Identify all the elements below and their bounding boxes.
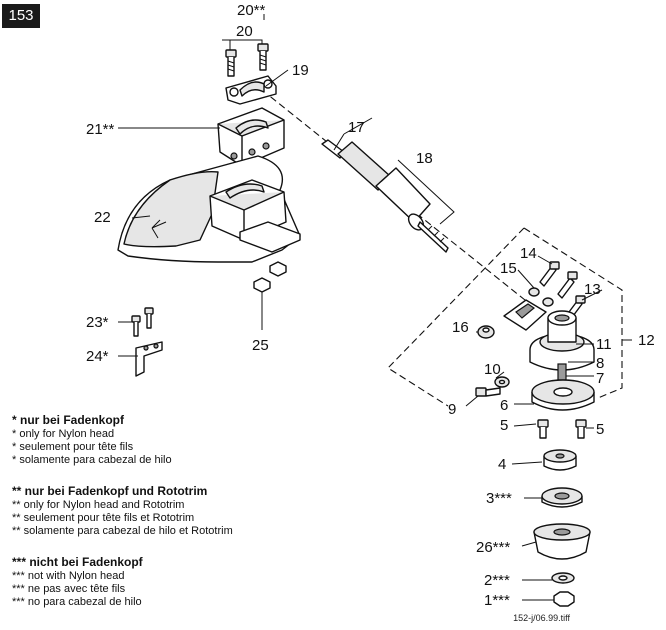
legend-group-1: * nur bei Fadenkopf * only for Nylon hea… <box>12 413 172 467</box>
part-25-nut-lower <box>253 277 271 293</box>
label-part-19: 19 <box>292 62 309 79</box>
label-part-8: 8 <box>596 355 604 372</box>
label-part-20-double: 20** <box>237 2 266 19</box>
part-5-screw-right <box>575 419 587 439</box>
leader-lines <box>118 14 632 601</box>
part-9-screw <box>475 387 501 397</box>
part-11-gear-head <box>503 299 595 371</box>
label-part-25: 25 <box>252 337 269 354</box>
label-part-2: 2*** <box>484 572 510 589</box>
part-20-screw-left <box>225 49 237 77</box>
part-19-clamp <box>225 75 277 105</box>
label-part-13: 13 <box>584 281 601 298</box>
label-part-10: 10 <box>484 361 501 378</box>
part-5-screw-left <box>537 419 549 439</box>
legend-line: ** only for Nylon head and Rototrim <box>12 499 185 511</box>
part-21-upper-bracket <box>217 107 285 167</box>
legend-line: ** solamente para cabezal de hilo et Rot… <box>12 525 233 537</box>
part-26-cup <box>533 523 591 560</box>
legend-line: *** no para cabezal de hilo <box>12 596 142 608</box>
label-part-23: 23* <box>86 314 109 331</box>
part-6-flange-disc <box>531 379 595 411</box>
label-part-20: 20 <box>236 23 253 40</box>
legend-heading: * nur bei Fadenkopf <box>12 413 125 427</box>
legend-heading: *** nicht bei Fadenkopf <box>12 555 143 569</box>
label-part-1: 1*** <box>484 592 510 609</box>
label-part-11: 11 <box>596 336 612 353</box>
label-part-16: 16 <box>452 319 469 336</box>
part-20-screw-right <box>257 43 269 71</box>
legend-line: ** seulement pour tête fils et Rototrim <box>12 512 195 524</box>
part-8-spindle <box>557 363 567 381</box>
label-part-22: 22 <box>94 209 111 226</box>
part-18-shaft-tube <box>375 167 449 253</box>
label-part-26: 26*** <box>476 539 510 556</box>
legend-line: *** ne pas avec tête fils <box>12 583 126 595</box>
part-10-washer <box>494 376 510 388</box>
legend-line: * seulement pour tête fils <box>12 441 134 453</box>
label-part-24: 24* <box>86 348 109 365</box>
page-number-badge: 153 <box>2 4 40 28</box>
label-part-3: 3*** <box>486 490 512 507</box>
part-23-screws <box>131 307 154 337</box>
legend-line: * only for Nylon head <box>12 428 115 440</box>
legend-line: * solamente para cabezal de hilo <box>12 454 172 466</box>
file-reference: 152-j/06.99.tiff <box>513 613 570 623</box>
part-1-nut <box>553 591 575 607</box>
legend-group-2: ** nur bei Fadenkopf und Rototrim ** onl… <box>12 484 233 538</box>
label-part-18: 18 <box>416 150 433 167</box>
legend-line: *** not with Nylon head <box>12 570 125 582</box>
part-14-screws <box>539 261 578 299</box>
part-22-cutting-guard <box>117 155 301 263</box>
label-part-14: 14 <box>520 245 537 262</box>
label-part-5-left: 5 <box>500 417 508 434</box>
label-part-7: 7 <box>596 370 604 387</box>
label-part-21: 21** <box>86 121 115 138</box>
part-16-nut <box>477 325 495 339</box>
label-part-17: 17 <box>348 119 365 136</box>
part-2-washer <box>551 572 575 584</box>
part-24-bracket <box>135 341 163 377</box>
label-part-9: 9 <box>448 401 456 418</box>
part-15-washers <box>528 287 554 307</box>
legend-heading: ** nur bei Fadenkopf und Rototrim <box>12 484 208 498</box>
group-outline-right <box>523 227 623 399</box>
label-part-15: 15 <box>500 260 517 277</box>
part-3-thrust-plate <box>541 487 583 508</box>
label-part-4: 4 <box>498 456 506 473</box>
group-outline-left <box>387 227 525 407</box>
part-4-thrust-sleeve <box>543 449 577 471</box>
legend-group-3: *** nicht bei Fadenkopf *** not with Nyl… <box>12 555 143 609</box>
label-part-5-right: 5 <box>596 421 604 438</box>
part-25-nut-upper <box>269 261 287 277</box>
label-part-6: 6 <box>500 397 508 414</box>
label-part-12: 12 <box>638 332 655 349</box>
